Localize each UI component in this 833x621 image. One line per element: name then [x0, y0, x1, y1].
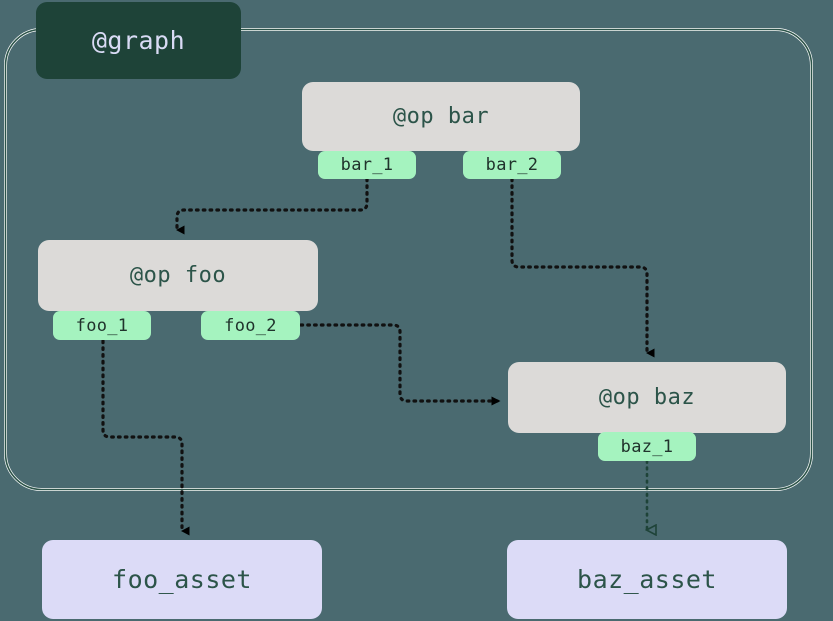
edge-foo2-to-baz	[299, 323, 502, 406]
op-node-foo-label: @op foo	[129, 263, 227, 288]
graph-label-text: @graph	[91, 26, 186, 55]
output-port-foo_2-label: foo_2	[224, 315, 277, 336]
edge-bar1-to-foo	[175, 177, 369, 235]
op-node-baz[interactable]: @op baz	[508, 362, 786, 433]
op-node-bar[interactable]: @op bar	[302, 82, 580, 151]
output-port-foo_1-label: foo_1	[75, 315, 129, 336]
output-port-bar_2[interactable]: bar_2	[463, 151, 561, 179]
op-node-foo[interactable]: @op foo	[38, 240, 318, 311]
graph-label-node[interactable]: @graph	[36, 2, 241, 79]
output-port-foo_1[interactable]: foo_1	[53, 311, 151, 340]
output-port-bar_1[interactable]: bar_1	[318, 151, 416, 179]
output-port-bar_1-label: bar_1	[340, 155, 394, 175]
asset-node-baz_asset-label: baz_asset	[577, 565, 717, 594]
output-port-foo_2[interactable]: foo_2	[201, 311, 300, 340]
op-node-bar-label: @op bar	[392, 104, 490, 129]
asset-node-foo_asset[interactable]: foo_asset	[42, 540, 322, 619]
op-node-baz-label: @op baz	[598, 385, 696, 410]
output-port-baz_1[interactable]: baz_1	[598, 432, 696, 461]
output-port-bar_2-label: bar_2	[485, 155, 539, 175]
output-port-baz_1-label: baz_1	[620, 436, 674, 457]
asset-node-foo_asset-label: foo_asset	[112, 565, 252, 594]
edge-bar2-to-baz	[510, 177, 655, 358]
edge-foo1-to-foo-asset	[101, 339, 190, 536]
asset-node-baz_asset[interactable]: baz_asset	[507, 540, 787, 619]
